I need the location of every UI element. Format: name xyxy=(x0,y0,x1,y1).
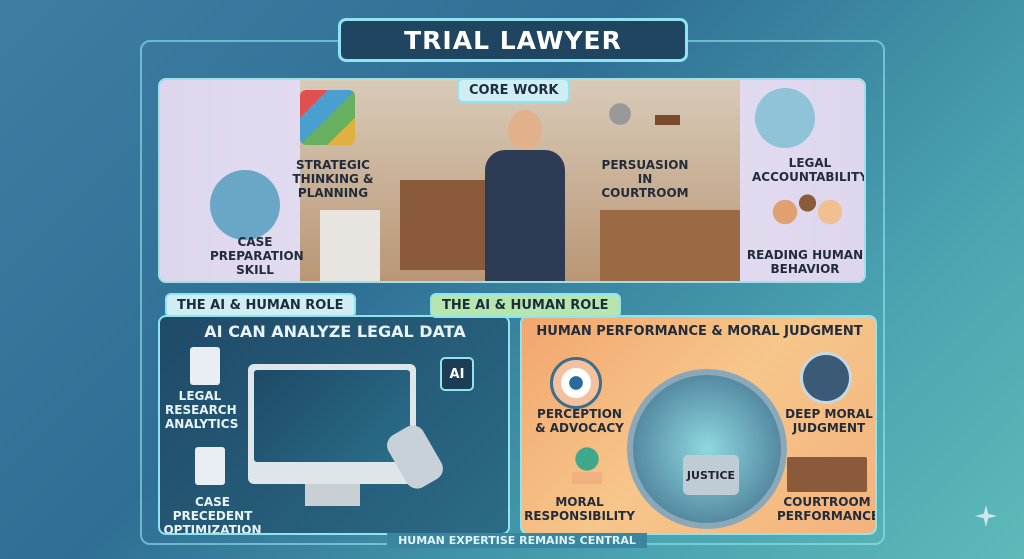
courtroom-icon xyxy=(787,457,867,492)
handshake-icon xyxy=(562,447,612,487)
core-work-tag: CORE WORK xyxy=(457,80,571,103)
lock-icon: JUSTICE xyxy=(683,455,739,495)
puzzle-icon xyxy=(300,90,355,145)
faces-icon xyxy=(770,185,845,230)
ai-panel: AI CAN ANALYZE LEGAL DATA LEGAL RESEARCH… xyxy=(158,315,510,535)
core-item-label: PERSUASION IN COURTROOM xyxy=(601,158,689,200)
human-item-label: COURTROOM PERFORMANCE xyxy=(777,495,877,523)
human-item-label: DEEP MORAL JUDGMENT xyxy=(785,407,873,435)
document-magnifier-icon xyxy=(190,347,220,385)
monitor-stand xyxy=(305,484,360,506)
core-item-label: READING HUMAN BEHAVIOR xyxy=(746,248,864,276)
footer-text: HUMAN EXPERTISE REMAINS CENTRAL xyxy=(387,533,647,548)
core-item-label: CASE PREPARATION SKILL xyxy=(210,235,304,277)
stacked-books-icon xyxy=(210,170,280,240)
sparkle-icon xyxy=(975,505,997,527)
eye-icon xyxy=(550,357,602,409)
jury-box xyxy=(600,210,740,281)
ai-chip-icon: AI xyxy=(440,357,474,391)
core-work-panel: CORE WORK CASE PREPARATION SKILL STRATEG… xyxy=(158,78,866,283)
podium xyxy=(320,210,380,281)
ai-chip-label: AI xyxy=(449,366,465,382)
courtroom-illustration xyxy=(300,80,740,281)
human-panel: HUMAN PERFORMANCE & MORAL JUDGMENT PERCE… xyxy=(520,315,877,535)
human-heading: HUMAN PERFORMANCE & MORAL JUDGMENT xyxy=(536,324,863,339)
microphone-gavel-icon xyxy=(600,90,680,150)
core-item-label: LEGAL ACCOUNTABILITY xyxy=(751,156,866,184)
magnifying-glass-icon: JUSTICE xyxy=(627,369,787,529)
human-item-label: MORAL RESPONSIBILITY xyxy=(524,495,635,523)
ai-item-label: LEGAL RESEARCH ANALYTICS xyxy=(165,389,239,431)
page-title: TRIAL LAWYER xyxy=(338,18,688,62)
gavel-icon xyxy=(800,352,852,404)
document-pen-icon xyxy=(195,447,225,485)
ai-heading: AI CAN ANALYZE LEGAL DATA xyxy=(204,322,466,341)
lock-label: JUSTICE xyxy=(686,468,736,482)
computer-monitor xyxy=(248,364,416,484)
core-item-label: STRATEGIC THINKING & PLANNING xyxy=(292,158,374,200)
human-role-tag: THE AI & HUMAN ROLE xyxy=(430,293,621,318)
shield-scales-icon xyxy=(755,88,815,148)
lawyer-figure xyxy=(480,110,570,281)
ai-item-label: CASE PRECEDENT OPTIMIZATION xyxy=(163,495,262,535)
human-item-label: PERCEPTION & ADVOCACY xyxy=(535,407,624,435)
